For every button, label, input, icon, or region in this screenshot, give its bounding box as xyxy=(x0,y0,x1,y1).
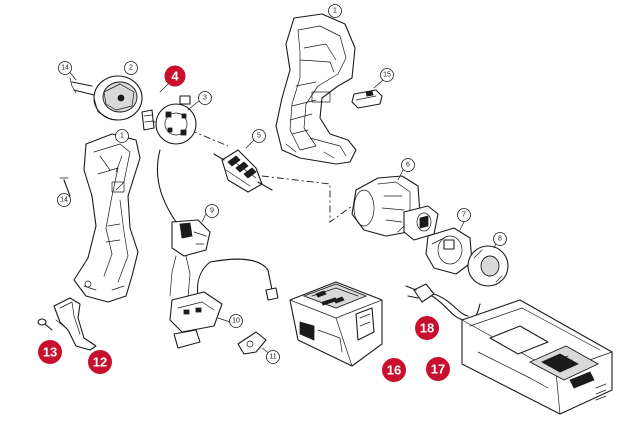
svg-text:6: 6 xyxy=(406,162,410,169)
part-10-terminal-block xyxy=(169,287,279,349)
part-14-screws-top xyxy=(67,69,95,96)
part-9-switch xyxy=(156,149,273,299)
callout-6: 6 xyxy=(401,158,415,172)
housing-half-right xyxy=(275,13,357,165)
callout-8: 8 xyxy=(493,232,507,246)
callout-17-highlight: 17 xyxy=(426,357,450,381)
svg-text:11: 11 xyxy=(269,354,276,361)
svg-text:17: 17 xyxy=(431,362,445,377)
svg-text:3: 3 xyxy=(203,95,207,102)
callout-1-left: 1 xyxy=(115,129,129,143)
svg-text:8: 8 xyxy=(498,236,502,243)
part-7-gear-cup xyxy=(425,221,473,275)
callout-2: 2 xyxy=(124,61,138,75)
part-15-clip xyxy=(351,79,384,109)
part-2-end-cap xyxy=(93,75,143,121)
callout-9: 9 xyxy=(205,204,219,218)
callout-3: 3 xyxy=(198,91,212,105)
svg-text:13: 13 xyxy=(43,345,57,360)
svg-text:1: 1 xyxy=(120,133,124,140)
part-3-brush-ring xyxy=(155,99,201,145)
svg-text:12: 12 xyxy=(93,355,107,370)
svg-text:7: 7 xyxy=(462,212,466,219)
callout-18-highlight: 18 xyxy=(415,316,439,340)
svg-text:16: 16 xyxy=(387,363,401,378)
part-5-armature xyxy=(213,137,273,193)
part-12-belt-clip xyxy=(53,297,97,351)
svg-text:2: 2 xyxy=(129,65,133,72)
part-6-gear-housing xyxy=(351,167,439,241)
callouts-plain: 1 2 14 3 15 1 5 6 xyxy=(57,4,507,364)
svg-text:14: 14 xyxy=(60,197,68,204)
callout-16-highlight: 16 xyxy=(382,358,406,382)
part-13-screw xyxy=(37,318,53,331)
callout-13-highlight: 13 xyxy=(38,340,62,364)
callout-12-highlight: 12 xyxy=(88,350,112,374)
svg-text:5: 5 xyxy=(257,133,261,140)
callout-15: 15 xyxy=(380,68,394,82)
housing-half-left xyxy=(73,131,141,303)
svg-text:1: 1 xyxy=(333,8,337,15)
part-18-power-cord xyxy=(405,283,481,321)
svg-text:10: 10 xyxy=(232,318,240,325)
callout-10: 10 xyxy=(229,314,243,328)
callout-14-top: 14 xyxy=(58,61,72,75)
part-11-plate xyxy=(237,331,271,355)
callout-5: 5 xyxy=(252,129,266,143)
callout-11: 11 xyxy=(266,350,280,364)
svg-text:14: 14 xyxy=(61,65,69,72)
part-8-nose-ring xyxy=(467,239,509,287)
callout-7: 7 xyxy=(457,208,471,222)
svg-text:15: 15 xyxy=(383,72,391,79)
part-17-charger xyxy=(461,299,613,415)
callout-14-side: 14 xyxy=(57,193,71,207)
callouts-highlighted: 4 13 12 16 18 17 xyxy=(38,65,450,382)
svg-text:4: 4 xyxy=(171,69,179,84)
callout-4-highlight: 4 xyxy=(164,65,186,87)
callout-1-top: 1 xyxy=(328,4,342,18)
svg-text:9: 9 xyxy=(210,208,214,215)
part-16-battery xyxy=(289,281,383,367)
svg-text:18: 18 xyxy=(420,321,434,336)
